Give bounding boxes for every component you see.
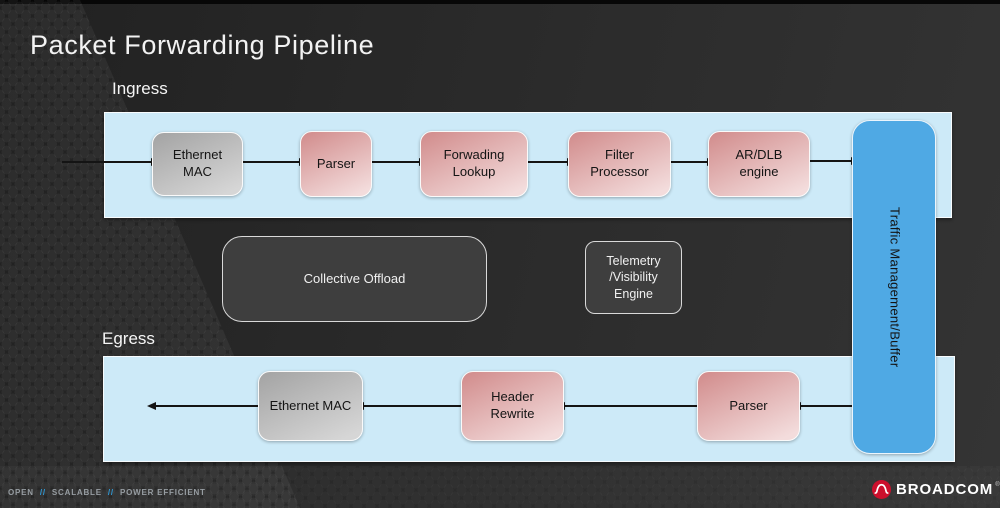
node-ar-dlb-engine: AR/DLB engine — [708, 131, 810, 197]
egress-label: Egress — [102, 329, 155, 348]
footer-tagline: OPEN // SCALABLE // POWER EFFICIENT — [8, 488, 206, 497]
arrow-traffic-management-to-parser — [792, 402, 852, 410]
arrow-parser-to-forwarding-lookup — [372, 158, 428, 166]
tagline-separator: // — [107, 488, 114, 497]
node-ethernet-mac-ingress: Ethernet MAC — [152, 132, 243, 196]
node-label: Traffic Management/Buffer — [887, 206, 903, 368]
node-label: Parser — [316, 155, 356, 171]
node-forwarding-lookup: Forwading Lookup — [420, 131, 528, 197]
arrow-parser-to-header-rewrite — [556, 402, 697, 410]
node-label: Ethernet MAC — [269, 397, 352, 413]
node-label: Forwading Lookup — [443, 147, 505, 179]
page-title: Packet Forwarding Pipeline — [30, 30, 375, 60]
tagline-separator: // — [39, 488, 46, 497]
top-edge-line — [0, 0, 1000, 4]
node-header-rewrite: Header Rewrite — [461, 371, 564, 441]
node-label: Collective Offload — [303, 270, 406, 286]
node-collective-offload: Collective Offload — [222, 236, 487, 322]
node-label: Filter Processor — [590, 147, 649, 179]
node-traffic-management-buffer: Traffic Management/Buffer — [852, 120, 936, 454]
node-label: Parser — [729, 397, 768, 413]
broadcom-pulse-icon — [872, 480, 891, 499]
arrow-forwarding-lookup-to-filter-processor — [528, 158, 576, 166]
node-label: Ethernet MAC — [172, 147, 223, 179]
arrow-ar-dlb-to-traffic-management — [810, 157, 860, 165]
node-label: AR/DLB engine — [735, 147, 783, 179]
broadcom-wordmark: BROADCOM — [896, 481, 994, 498]
ingress-label: Ingress — [112, 79, 168, 98]
node-label: Header Rewrite — [490, 389, 535, 421]
tagline-power-efficient: POWER EFFICIENT — [119, 488, 206, 497]
ingress-band — [104, 112, 952, 218]
arrow-filter-processor-to-ar-dlb — [671, 158, 716, 166]
tagline-open: OPEN — [8, 488, 34, 497]
registered-mark: ® — [995, 481, 1000, 488]
tagline-scalable: SCALABLE — [51, 488, 102, 497]
pebble-pattern-bottom — [0, 466, 1000, 508]
node-telemetry-visibility-engine: Telemetry /Visibility Engine — [585, 241, 682, 314]
node-parser-ingress: Parser — [300, 131, 372, 197]
arrow-ingress-entry — [62, 158, 160, 166]
arrow-ethernet-mac-to-parser — [243, 158, 308, 166]
broadcom-logo: BROADCOM ® — [872, 479, 1000, 500]
node-parser-egress: Parser — [697, 371, 800, 441]
node-ethernet-mac-egress: Ethernet MAC — [258, 371, 363, 441]
node-filter-processor: Filter Processor — [568, 131, 671, 197]
arrow-header-rewrite-to-ethernet-mac — [355, 402, 461, 410]
arrow-egress-exit — [147, 402, 258, 410]
node-label: Telemetry /Visibility Engine — [606, 254, 661, 301]
